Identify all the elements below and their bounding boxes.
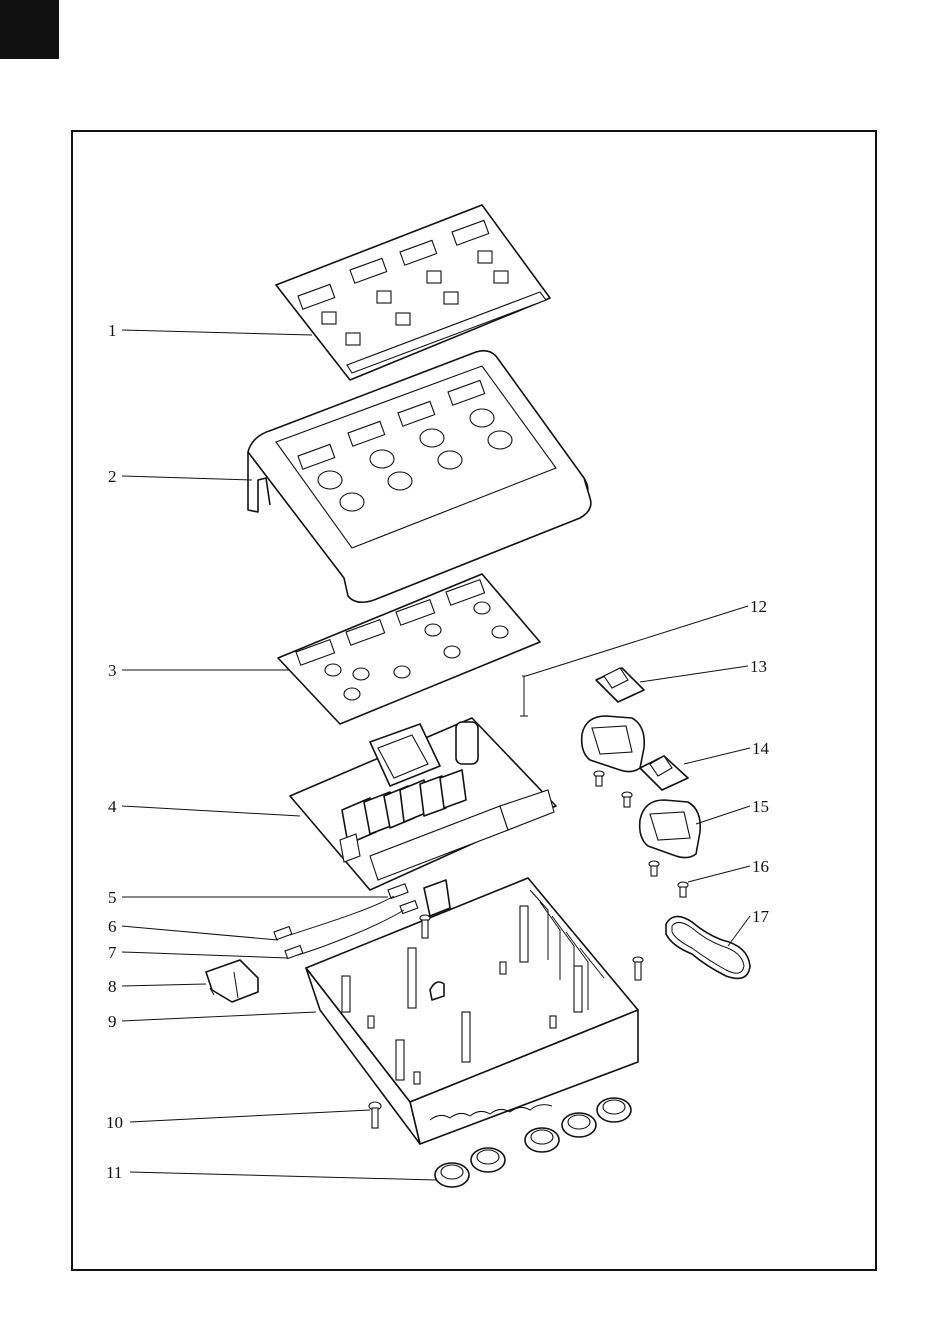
part-15-housing-upper [582, 716, 645, 772]
part-10-screw [369, 1102, 381, 1128]
callout-4: 4 [108, 797, 117, 816]
callout-13: 13 [750, 657, 767, 676]
callout-16: 16 [752, 857, 769, 876]
part-17-gasket [666, 916, 750, 978]
part-4-main-pcb [290, 718, 556, 890]
callout-15: 15 [752, 797, 769, 816]
part-3-display-pcb [278, 574, 540, 724]
part-1-membrane-panel [276, 205, 550, 380]
part-2-top-cover [248, 351, 591, 603]
part-15-housing-lower [640, 800, 701, 858]
callout-12: 12 [750, 597, 767, 616]
callout-14: 14 [752, 739, 770, 758]
part-14-small-board [640, 756, 688, 790]
callout-5: 5 [108, 888, 117, 907]
part-9-base-enclosure [306, 878, 638, 1144]
part-8-fuse-holder [206, 960, 258, 1002]
part-12-spring-contact [520, 676, 528, 716]
callout-3: 3 [108, 661, 117, 680]
callout-8: 8 [108, 977, 117, 996]
callout-11: 11 [106, 1163, 122, 1182]
callout-10: 10 [106, 1113, 123, 1132]
callout-17: 17 [752, 907, 770, 926]
callout-9: 9 [108, 1012, 117, 1031]
callout-1: 1 [108, 321, 117, 340]
callout-6: 6 [108, 917, 117, 936]
callout-2: 2 [108, 467, 117, 486]
part-13-small-board [596, 668, 644, 702]
callout-7: 7 [108, 943, 117, 962]
